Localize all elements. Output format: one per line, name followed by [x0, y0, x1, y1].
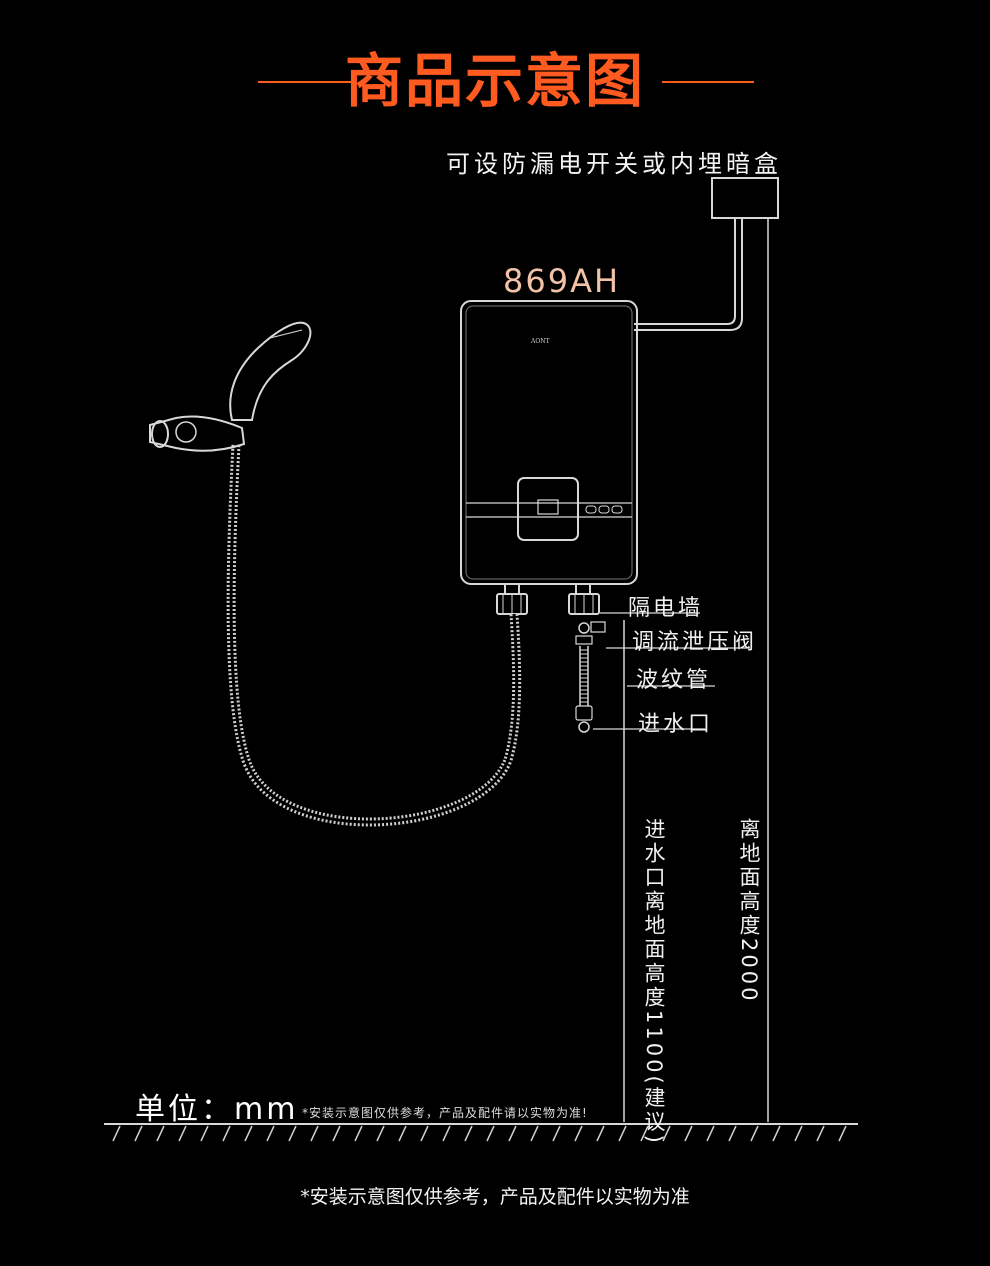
floor-hatch-mark — [332, 1125, 341, 1142]
floor-hatch-mark — [574, 1125, 583, 1142]
floor-hatch-mark — [640, 1125, 649, 1142]
floor-hatch-mark — [442, 1125, 451, 1142]
floor-hatch-mark — [596, 1125, 605, 1142]
junction-box — [711, 177, 779, 219]
label-valve: 调流泄压阀 — [632, 630, 758, 655]
floor-hatch-mark — [618, 1125, 627, 1142]
floor-hatch-mark — [662, 1125, 671, 1142]
floor-hatch-mark — [794, 1125, 803, 1142]
floor-hatch-mark — [420, 1125, 429, 1142]
floor-hatch-mark — [354, 1125, 363, 1142]
floor-hatch-mark — [156, 1125, 165, 1142]
shower-holder — [149, 415, 246, 452]
box-height-label: 离地面高度2000 — [737, 818, 761, 1004]
floor-hatch-mark — [706, 1125, 715, 1142]
unit-label: 单位：mm — [135, 1092, 299, 1127]
floor-hatch-mark — [222, 1125, 231, 1142]
floor-hatch-mark — [816, 1125, 825, 1142]
heater-button — [585, 505, 597, 514]
floor-hatch-mark — [750, 1125, 759, 1142]
floor-hatch-mark — [464, 1125, 473, 1142]
floor-hatch-mark — [244, 1125, 253, 1142]
floor-hatch-mark — [310, 1125, 319, 1142]
diagram-note: *安装示意图仅供参考，产品及配件请以实物为准! — [302, 1106, 588, 1120]
floor-hatch-mark — [838, 1125, 847, 1142]
heater-body — [460, 300, 638, 585]
title-line-left — [258, 81, 352, 83]
page-title: 商品示意图 — [344, 47, 645, 115]
valve-icon — [578, 622, 590, 634]
model-number: 869AH — [503, 262, 621, 300]
floor-hatch-mark — [266, 1125, 275, 1142]
footer-note: *安装示意图仅供参考，产品及配件以实物为准 — [300, 1186, 690, 1208]
floor-hatch-mark — [178, 1125, 187, 1142]
floor-hatch-mark — [112, 1125, 121, 1142]
corrugated-pipe — [579, 646, 589, 706]
floor-hatch-mark — [684, 1125, 693, 1142]
floor-hatch-mark — [486, 1125, 495, 1142]
heater-brand: AONT — [530, 338, 550, 345]
floor-hatch-mark — [134, 1125, 143, 1142]
floor-hatch-mark — [398, 1125, 407, 1142]
title-line-right — [662, 81, 754, 83]
heater-display — [517, 477, 579, 541]
inlet-height-label: 进水口离地面高度1100(建议) — [642, 818, 666, 1146]
power-cable — [634, 218, 736, 325]
floor-hatch-mark — [376, 1125, 385, 1142]
floor-hatch-mark — [288, 1125, 297, 1142]
label-wall: 隔电墙 — [628, 596, 704, 621]
floor-hatch-mark — [508, 1125, 517, 1142]
label-inlet: 进水口 — [638, 712, 714, 737]
shower-head — [229, 321, 312, 421]
floor-hatch-mark — [728, 1125, 737, 1142]
floor-hatch-mark — [552, 1125, 561, 1142]
shower-hose — [226, 444, 522, 827]
switch-label: 可设防漏电开关或内埋暗盒 — [446, 150, 782, 178]
floor-hatch-mark — [772, 1125, 781, 1142]
label-hose: 波纹管 — [636, 668, 712, 693]
floor-hatch-mark — [530, 1125, 539, 1142]
floor-hatch-mark — [200, 1125, 209, 1142]
